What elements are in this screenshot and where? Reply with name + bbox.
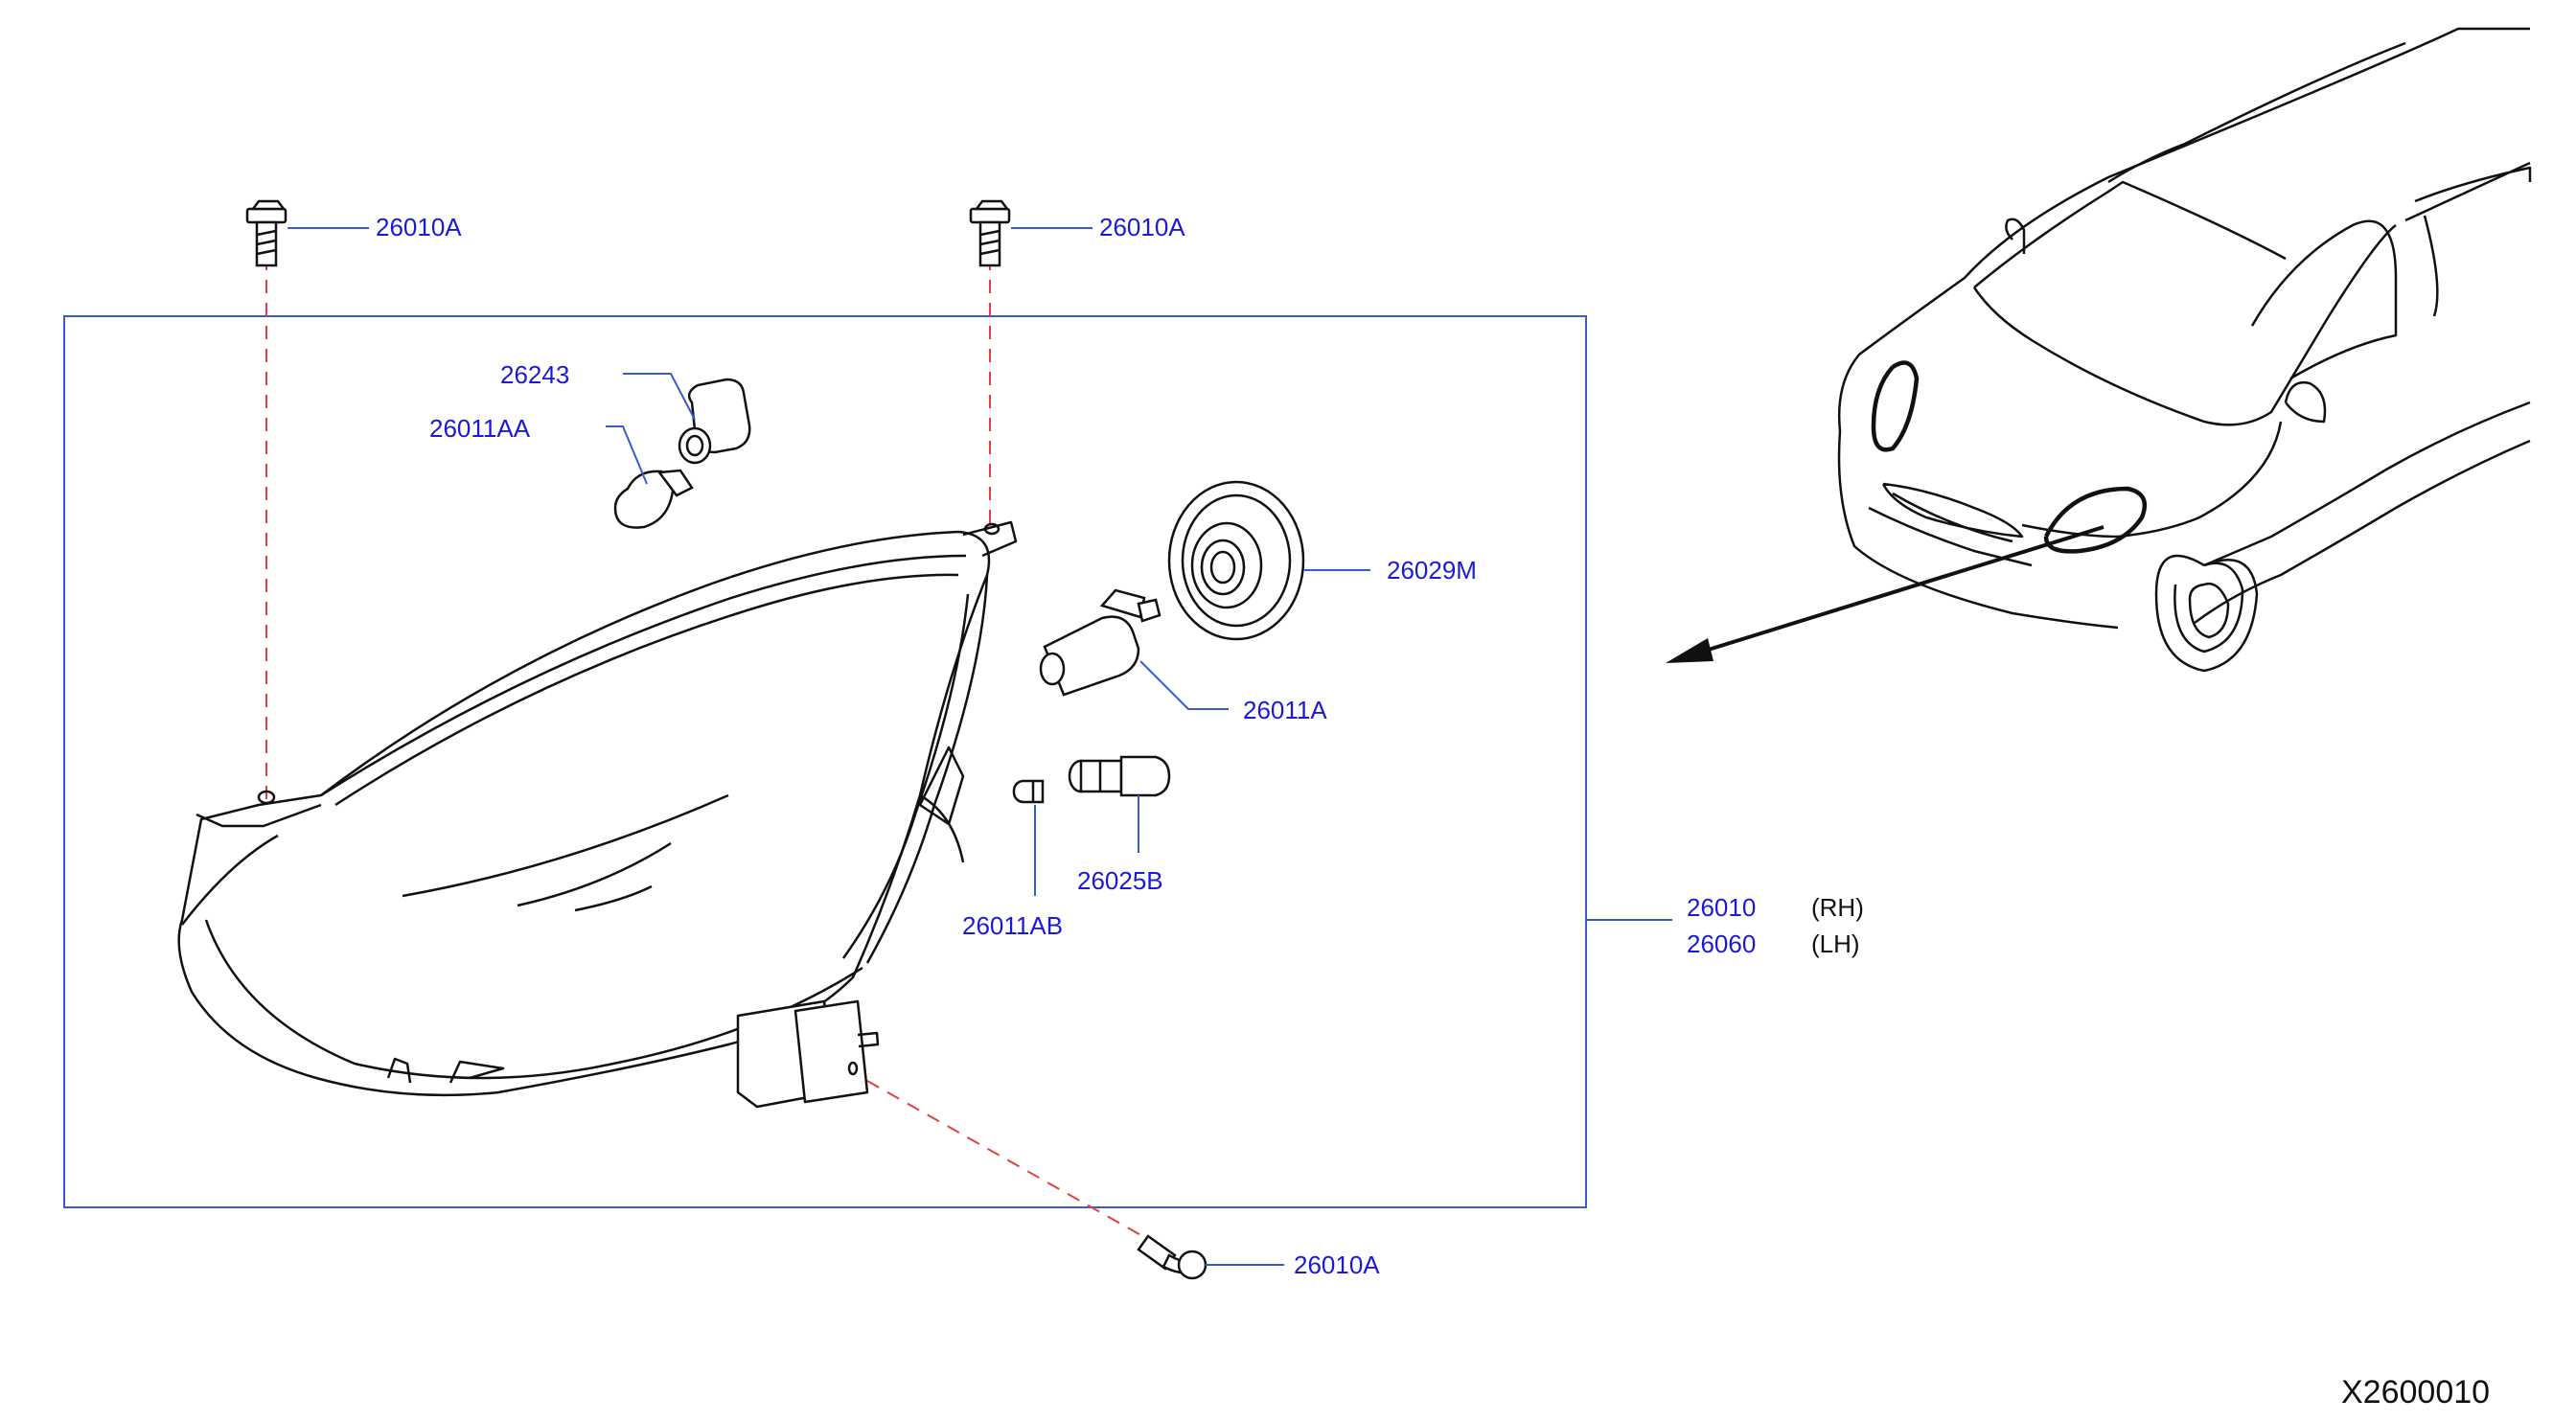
- label-bolt-bottom: 26010A: [1294, 1250, 1380, 1279]
- socket-icon: [678, 378, 751, 465]
- label-side-bulb: 26011AA: [429, 414, 531, 443]
- assembly-frame: [63, 315, 1587, 1208]
- small-socket-icon: [1068, 755, 1171, 797]
- diagram-id: X2600010: [2341, 1374, 2490, 1411]
- bolt-top-left-icon: [245, 199, 288, 267]
- label-rh-note: (RH): [1811, 893, 1864, 922]
- label-assembly-lh: 26060: [1687, 929, 1756, 958]
- label-bolt-top-left: 26010A: [376, 213, 462, 241]
- headlamp-housing: [177, 520, 1018, 1109]
- car-illustration: [1837, 27, 2532, 673]
- label-headlamp-bulb: 26011A: [1243, 696, 1327, 724]
- part-leaders: [606, 373, 1370, 896]
- pointer-arrow: [1666, 525, 2104, 663]
- label-small-socket: 26025B: [1077, 866, 1163, 895]
- cover-icon: [1167, 480, 1305, 641]
- label-lh-note: (LH): [1811, 929, 1860, 958]
- label-cover: 26029M: [1387, 556, 1477, 585]
- bolt-bottom-icon: [1137, 1234, 1208, 1280]
- bolt-top-center-icon: [969, 199, 1011, 267]
- headlamp-bulb-icon: [1039, 588, 1162, 697]
- small-bulb-icon: [1012, 779, 1045, 804]
- side-bulb-icon: [613, 469, 694, 529]
- label-assembly-rh: 26010: [1687, 893, 1756, 922]
- label-bolt-top-center: 26010A: [1099, 213, 1185, 241]
- label-socket: 26243: [500, 360, 569, 389]
- label-small-bulb: 26011AB: [962, 911, 1063, 940]
- dashed-guide-lines: [265, 257, 1161, 1247]
- bolt-leaders: [288, 227, 1284, 1266]
